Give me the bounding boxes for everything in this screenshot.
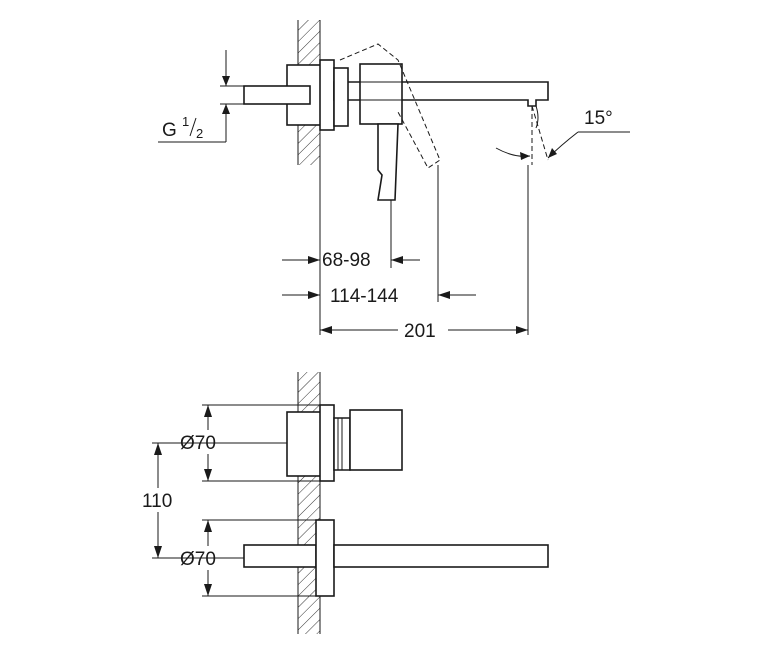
dim-a-label: 68-98 xyxy=(322,250,371,271)
dim-b-label: 114-144 xyxy=(330,286,399,307)
aerator-outline xyxy=(535,105,539,129)
spacing-label: 110 xyxy=(142,491,172,512)
dim-c-arrow-right xyxy=(516,326,528,334)
dia-top-arrow-up xyxy=(204,405,212,417)
dim-c-label-bg xyxy=(398,320,448,340)
side-elevation-view: 15° G 1 2 68-98 114-144 20 xyxy=(158,20,630,342)
thread-label-g: G xyxy=(162,120,177,141)
lever-handle xyxy=(377,123,399,201)
dim-b-arrow-right xyxy=(438,291,450,299)
dia-bottom-label: Ø70 xyxy=(180,549,216,570)
spout-front xyxy=(333,544,549,568)
spout-escutcheon xyxy=(315,519,335,597)
flow-line-angled xyxy=(531,105,549,161)
angle-arrow-left xyxy=(520,152,530,160)
dim-a-arrow-left xyxy=(308,256,320,264)
spout-collar xyxy=(333,67,349,127)
thread-label-den: 2 xyxy=(196,126,203,141)
thread-fraction-slash xyxy=(189,117,197,137)
dia-bottom-arrow-up xyxy=(204,520,212,532)
front-view: Ø70 Ø70 110 xyxy=(140,372,549,634)
lever-escutcheon xyxy=(319,404,335,482)
lever-swing-outline xyxy=(339,43,441,169)
angle-arrow-right xyxy=(548,148,557,158)
angle-label: 15° xyxy=(584,108,613,129)
spacing-arrow-down xyxy=(154,546,162,558)
dia-bottom-arrow-down xyxy=(204,584,212,596)
thread-label-num: 1 xyxy=(182,114,189,129)
spacing-arrow-up xyxy=(154,443,162,455)
thread-arrow-bottom xyxy=(222,104,230,114)
thread-arrow-top xyxy=(222,76,230,86)
dim-b-arrow-left xyxy=(308,291,320,299)
dim-a-arrow-right xyxy=(391,256,403,264)
dim-c-label: 201 xyxy=(404,321,436,342)
dim-c-arrow-left xyxy=(320,326,332,334)
lever-block xyxy=(349,409,403,471)
spacing-label-bg xyxy=(140,488,186,512)
dia-top-arrow-down xyxy=(204,469,212,481)
dia-top-label-bg xyxy=(176,430,242,454)
inlet-pipe xyxy=(243,85,311,105)
spout-inlet xyxy=(243,544,317,568)
lever-housing xyxy=(359,63,403,125)
escutcheon xyxy=(319,59,335,131)
